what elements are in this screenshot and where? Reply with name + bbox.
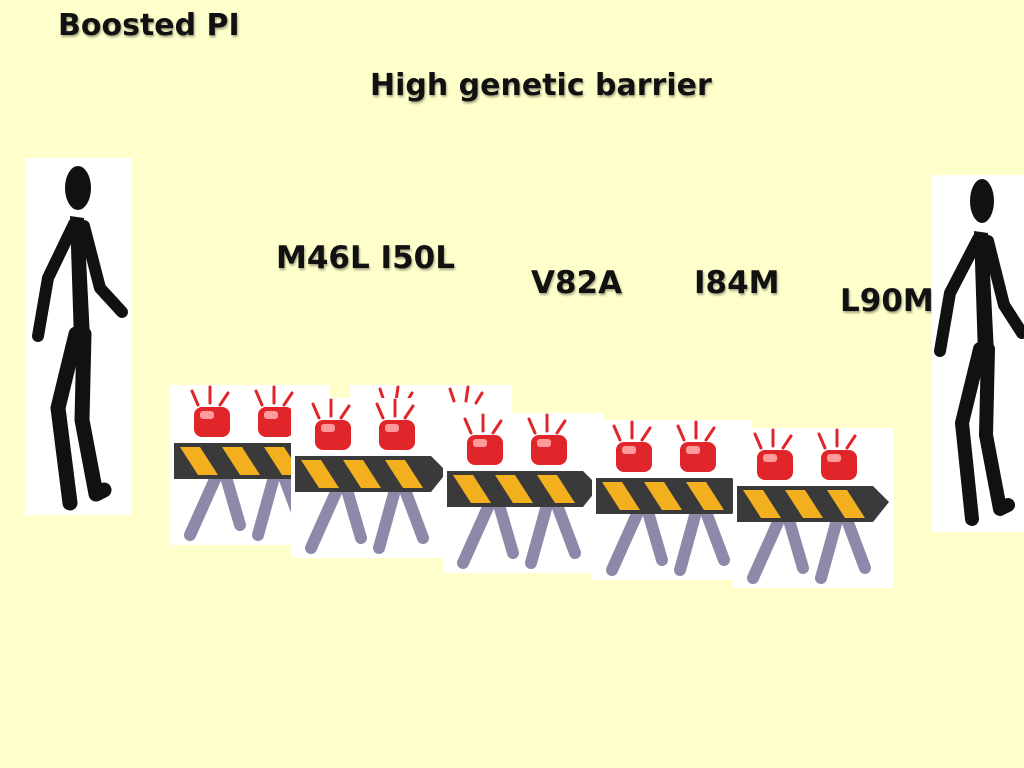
running-figure-icon bbox=[26, 158, 132, 515]
road-barricade-icon bbox=[733, 428, 893, 588]
running-figure-icon bbox=[932, 175, 1024, 532]
mutation-label-v82a: V82A bbox=[531, 265, 623, 301]
mutation-label-i84m: I84M bbox=[694, 265, 780, 301]
road-barricade-icon bbox=[592, 420, 752, 580]
road-barricade-icon bbox=[291, 398, 451, 558]
mutation-label-l90m: L90M bbox=[840, 283, 934, 319]
slide-title: Boosted PI bbox=[58, 8, 240, 43]
mutation-label-m46l-i50l: M46L I50L bbox=[276, 240, 455, 276]
slide-subtitle: High genetic barrier bbox=[370, 68, 712, 103]
road-barricade-icon bbox=[443, 413, 603, 573]
